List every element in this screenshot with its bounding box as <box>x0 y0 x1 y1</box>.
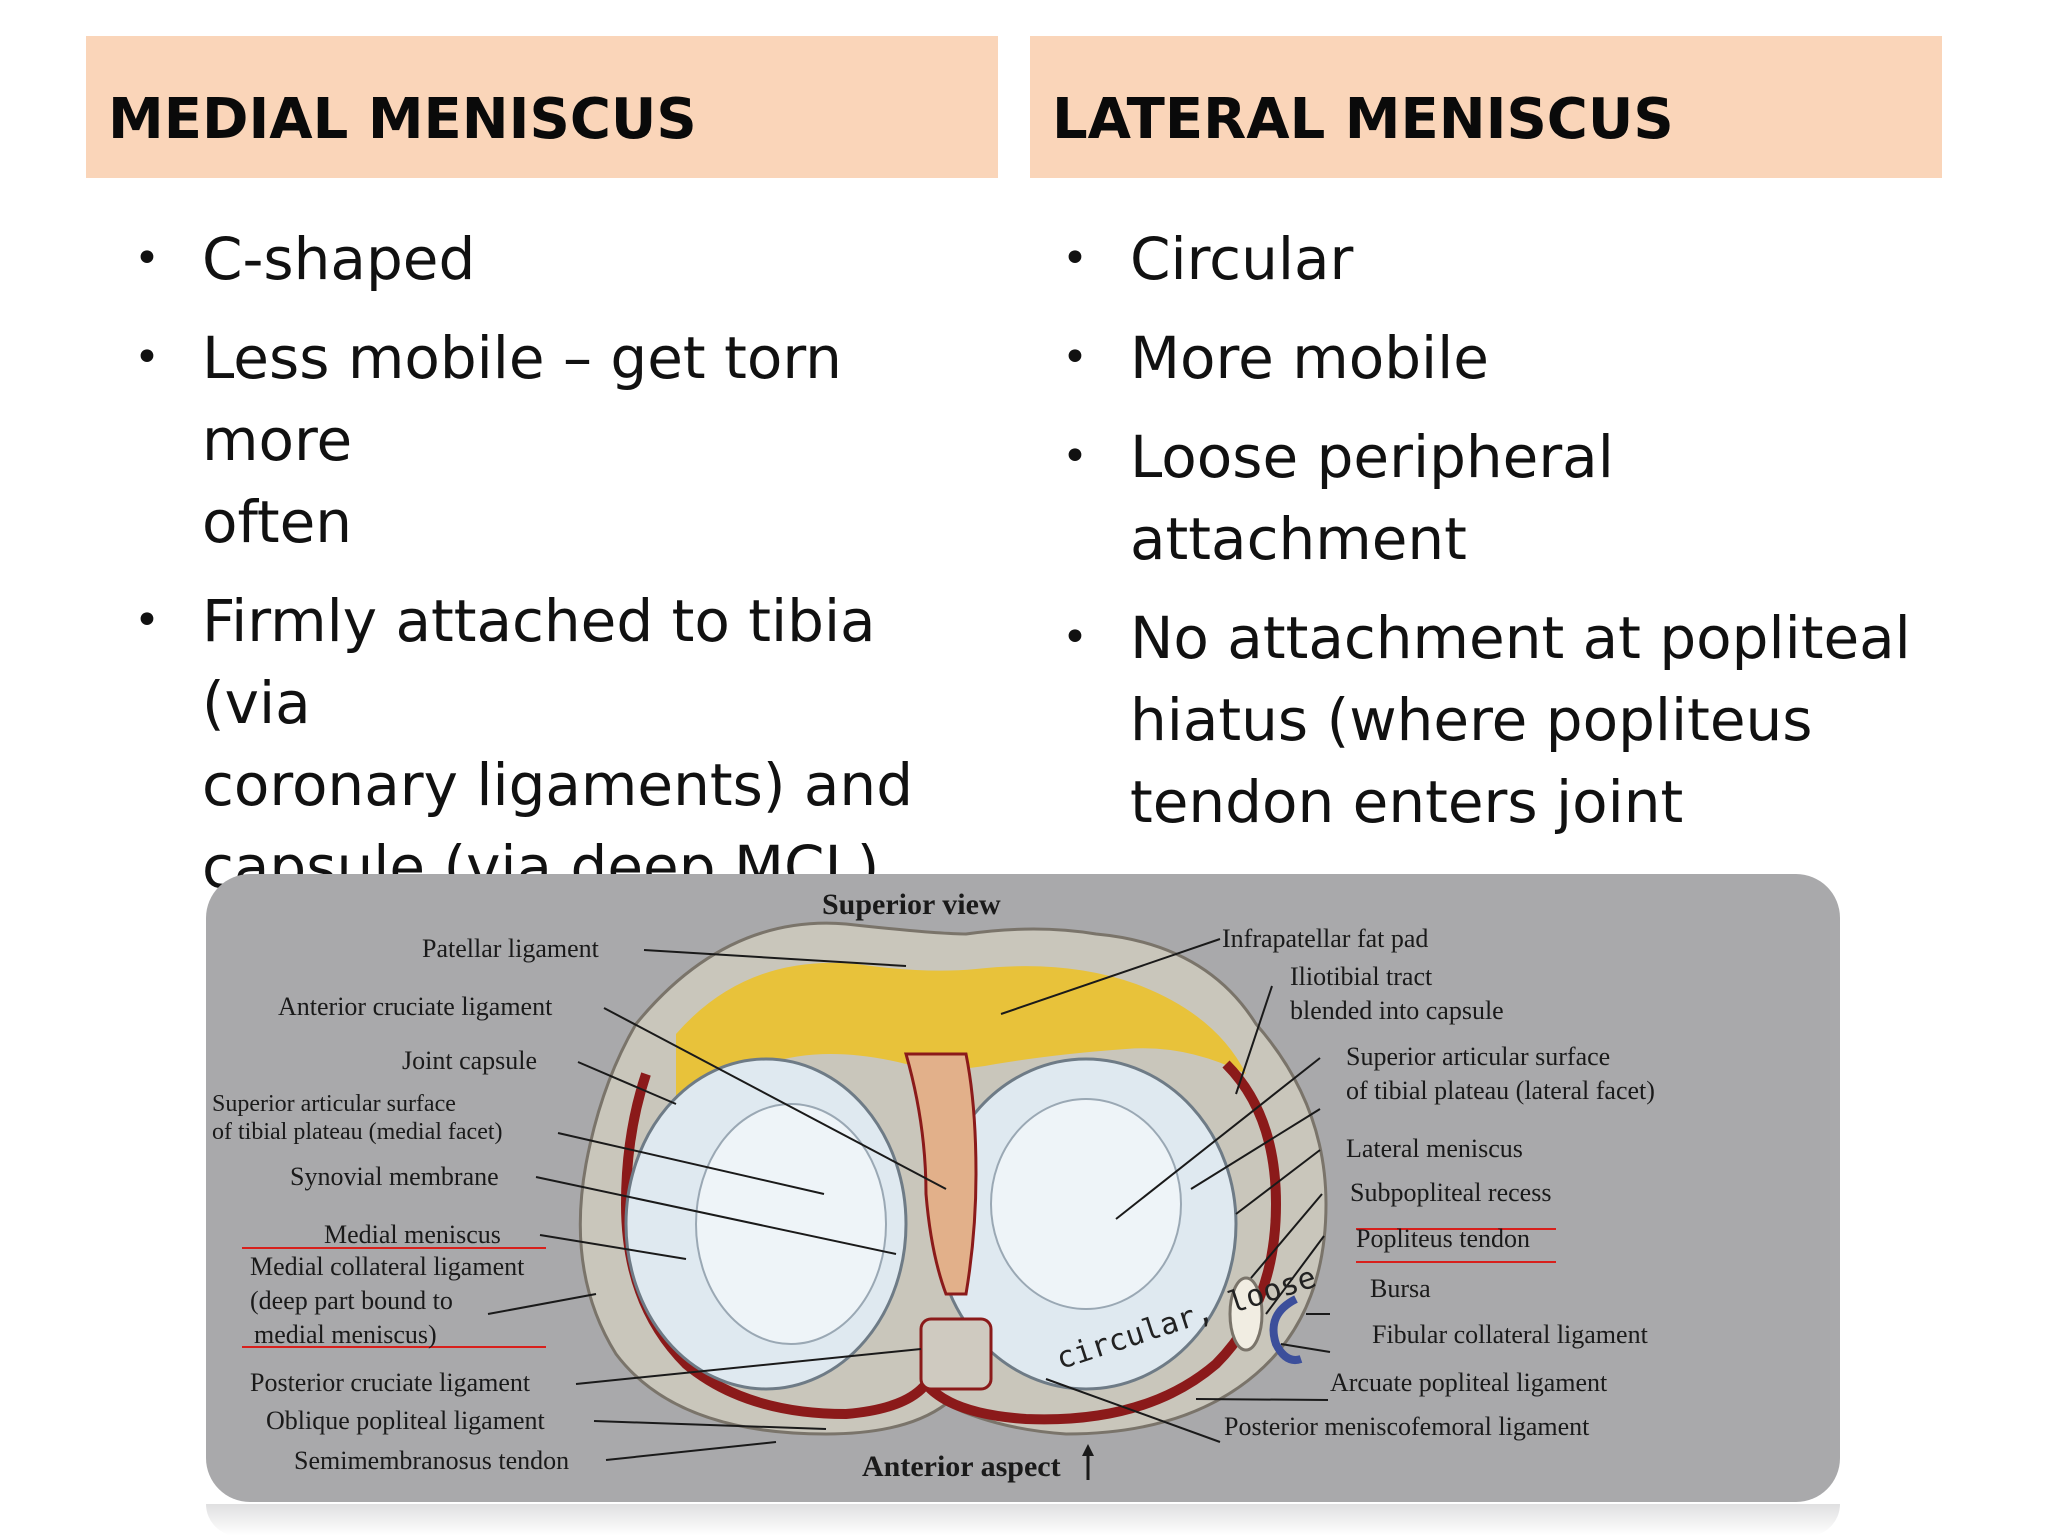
leader-line <box>1045 1378 1221 1443</box>
leader-line <box>535 1176 897 1255</box>
bullet-line: Firmly attached to tibia (via <box>202 587 876 737</box>
left-leader-lines <box>487 949 947 1461</box>
leader-line <box>1235 1149 1321 1215</box>
leader-line <box>575 1348 922 1385</box>
bullet-icon: • <box>134 332 160 383</box>
knee-diagram-drawing <box>242 921 1556 1480</box>
medial-meniscus-header: MEDIAL MENISCUS <box>86 36 998 178</box>
label-popliteus-tendon: Popliteus tendon <box>1356 1224 1531 1253</box>
label-mcl-deep: (deep part bound to <box>250 1286 453 1315</box>
label-infrapatellar-fat-pad: Infrapatellar fat pad <box>1222 924 1429 953</box>
label-fibular-collateral: Fibular collateral ligament <box>1372 1320 1648 1349</box>
bullet-icon: • <box>1062 332 1088 383</box>
label-lateral-articular-surface: Superior articular surface <box>1346 1042 1611 1071</box>
label-joint-capsule: Joint capsule <box>402 1046 538 1075</box>
leader-line <box>1265 1235 1325 1315</box>
list-item: • Loose peripheral attachment <box>1062 416 1930 580</box>
anterior-aspect-label: Anterior aspect <box>862 1450 1061 1483</box>
knee-superior-view-figure: Superior view Anterior aspect circular, … <box>206 874 1840 1502</box>
list-item: • More mobile <box>1062 317 1930 399</box>
label-oblique-popliteal: Oblique popliteal ligament <box>266 1406 545 1435</box>
lateral-meniscus-list: • Circular • More mobile • Loose peripheral… <box>1062 218 1930 860</box>
bullet-line: More mobile <box>1130 324 1489 392</box>
leader-line <box>1190 1108 1321 1190</box>
fat-pad-shape <box>676 962 1246 1104</box>
leader-line <box>1115 1057 1321 1220</box>
bullet-line: Loose peripheral <box>1130 423 1614 491</box>
lateral-meniscus-header: LATERAL MENISCUS <box>1030 36 1942 178</box>
label-bursa: Bursa <box>1370 1274 1431 1303</box>
label-medial-facet: of tibial plateau (medial facet) <box>212 1119 503 1145</box>
label-lateral-meniscus: Lateral meniscus <box>1346 1134 1523 1163</box>
leader-line <box>539 1234 687 1260</box>
list-item: • No attachment at popliteal hiatus (where… <box>1062 597 1930 843</box>
leader-line <box>1250 1193 1323 1279</box>
label-pcl: Posterior cruciate ligament <box>250 1368 531 1397</box>
bullet-line: No attachment at popliteal <box>1130 604 1911 672</box>
popliteus-tendon-shape <box>1228 1276 1264 1352</box>
leader-line <box>593 1420 827 1430</box>
label-blended-capsule: blended into capsule <box>1290 996 1504 1025</box>
label-medial-articular-surface: Superior articular surface <box>212 1091 456 1117</box>
figure-title: Superior view <box>822 888 1001 921</box>
list-item: • Firmly attached to tibia (via coronary l… <box>134 580 992 908</box>
label-subpopliteal-recess: Subpopliteal recess <box>1350 1178 1552 1207</box>
leader-line <box>1000 938 1221 1015</box>
bursa-shape <box>1269 1295 1303 1364</box>
leader-line <box>603 1007 947 1190</box>
list-item: • Circular <box>1062 218 1930 300</box>
bullet-icon: • <box>134 595 160 646</box>
bullet-line: attachment <box>1130 505 1467 573</box>
leader-line <box>487 1293 597 1315</box>
bullet-icon: • <box>134 233 160 284</box>
leader-line <box>1195 1398 1329 1401</box>
label-arcuate-popliteal: Arcuate popliteal ligament <box>1330 1368 1608 1397</box>
bullet-line: tendon enters joint <box>1130 768 1684 836</box>
bullet-line: hiatus (where popliteus <box>1130 686 1813 754</box>
bullet-line: C-shaped <box>202 225 476 293</box>
label-synovial-membrane: Synovial membrane <box>290 1162 499 1191</box>
label-acl: Anterior cruciate ligament <box>278 992 553 1021</box>
leader-line <box>643 949 907 967</box>
label-iliotibial-tract: Iliotibial tract <box>1290 962 1433 991</box>
label-semimembranosus: Semimembranosus tendon <box>294 1446 570 1475</box>
lateral-facet-shape <box>990 1098 1182 1310</box>
label-mcl: Medial collateral ligament <box>250 1252 525 1281</box>
list-item: • C-shaped <box>134 218 992 300</box>
bullet-line: Less mobile – get torn more <box>202 324 842 474</box>
label-mcl-meniscus: medial meniscus) <box>254 1320 437 1349</box>
label-lateral-facet: of tibial plateau (lateral facet) <box>1346 1076 1655 1105</box>
list-item: • Less mobile – get torn more often <box>134 317 992 563</box>
figure-reflection <box>206 1504 1840 1536</box>
leader-line <box>577 1061 677 1105</box>
arrow-head-icon <box>1082 1444 1094 1456</box>
label-posterior-meniscofemoral: Posterior meniscofemoral ligament <box>1224 1412 1590 1441</box>
bullet-line: Circular <box>1130 225 1354 293</box>
bullet-icon: • <box>1062 612 1088 663</box>
leader-line <box>1235 985 1273 1095</box>
bullet-icon: • <box>1062 233 1088 284</box>
label-patellar-ligament: Patellar ligament <box>422 934 599 963</box>
leader-line <box>605 1441 777 1461</box>
cruciate-ligament-shape <box>904 1052 978 1296</box>
bullet-line: coronary ligaments) and <box>202 751 914 819</box>
leader-line <box>557 1132 825 1195</box>
bullet-icon: • <box>1062 431 1088 482</box>
bullet-line: often <box>202 488 353 556</box>
label-medial-meniscus: Medial meniscus <box>324 1220 501 1249</box>
leader-line <box>1280 1343 1331 1353</box>
right-leader-lines <box>1000 938 1331 1443</box>
posterior-cruciate-shape <box>919 1317 993 1391</box>
medial-facet-shape <box>695 1103 887 1345</box>
medial-meniscus-list: • C-shaped • Less mobile – get torn more of… <box>134 218 992 925</box>
